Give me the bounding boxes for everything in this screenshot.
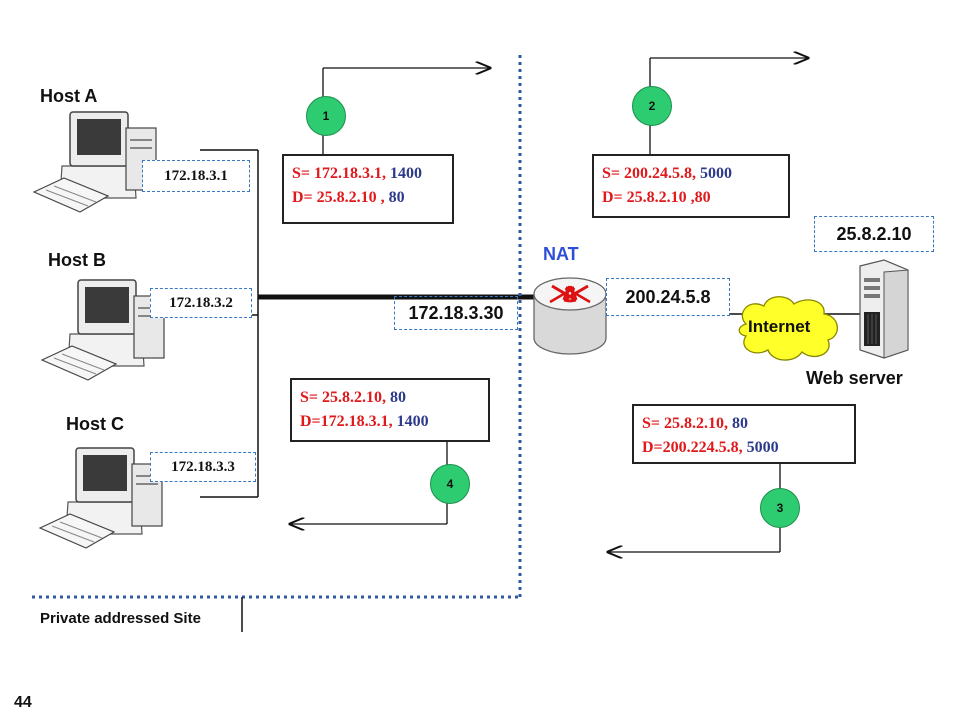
internet-label: Internet	[748, 317, 811, 336]
nat-router-icon	[533, 277, 607, 355]
packet-2-source: S= 200.24.5.8, 5000	[602, 165, 733, 182]
private-site-label: Private addressed Site	[40, 610, 201, 627]
host-b-title: Host B	[48, 250, 106, 270]
nat-label: NAT	[543, 244, 579, 264]
packet-1-destination: D= 25.8.2.10 , 80	[292, 189, 405, 206]
host-c-ip: 172.18.3.3	[150, 452, 256, 482]
host-a-ip: 172.18.3.1	[142, 160, 250, 192]
router-inside-ip: 172.18.3.30	[394, 296, 518, 330]
host-b-computer-icon	[40, 279, 165, 381]
packet-2-box: S= 200.24.5.8, 5000 D= 25.8.2.10 ,80	[592, 154, 790, 218]
step-3-marker: 3	[760, 488, 800, 528]
page-number: 44	[14, 694, 32, 711]
packet-3-destination: D=200.224.5.8, 5000	[642, 439, 779, 456]
host-a-title: Host A	[40, 86, 98, 106]
web-server-icon	[859, 259, 909, 359]
web-server-label: Web server	[806, 368, 903, 388]
step-4-marker: 4	[430, 464, 470, 504]
host-a-computer-icon	[32, 111, 157, 213]
server-ip: 25.8.2.10	[814, 216, 934, 252]
packet-2-destination: D= 25.8.2.10 ,80	[602, 189, 711, 206]
packet-3-box: S= 25.8.2.10, 80 D=200.224.5.8, 5000	[632, 404, 856, 464]
packet-4-destination: D=172.18.3.1, 1400	[300, 413, 429, 430]
router-outside-ip: 200.24.5.8	[606, 278, 730, 316]
host-c-title: Host C	[66, 414, 124, 434]
packet-4-source: S= 25.8.2.10, 80	[300, 389, 407, 406]
internet-cloud-icon	[738, 296, 838, 361]
step-2-marker: 2	[632, 86, 672, 126]
step-1-marker: 1	[306, 96, 346, 136]
packet-1-box: S= 172.18.3.1, 1400 D= 25.8.2.10 , 80	[282, 154, 454, 224]
packet-3-source: S= 25.8.2.10, 80	[642, 415, 749, 432]
host-b-ip: 172.18.3.2	[150, 288, 252, 318]
packet-1-source: S= 172.18.3.1, 1400	[292, 165, 423, 182]
packet-4-box: S= 25.8.2.10, 80 D=172.18.3.1, 1400	[290, 378, 490, 442]
